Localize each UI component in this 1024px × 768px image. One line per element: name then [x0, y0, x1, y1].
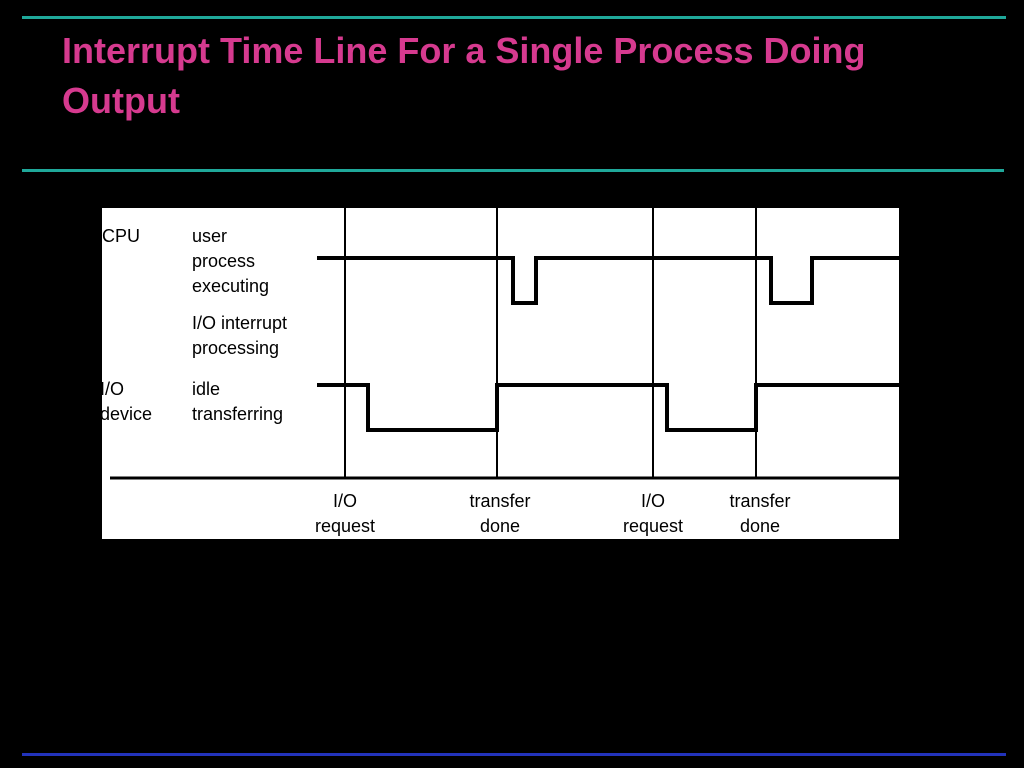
cpu-waveform — [317, 256, 899, 305]
event-label-4-line-1: transfer — [729, 491, 790, 511]
cpu-label: CPU — [102, 226, 140, 246]
cpu-state-interrupt-line-1: I/O interrupt — [192, 313, 287, 333]
event-label-3-line-2: request — [623, 516, 683, 536]
event-label-2-line-1: transfer — [469, 491, 530, 511]
cpu-state-user-line-1: user — [192, 226, 227, 246]
io-state-transferring: transferring — [192, 404, 283, 424]
timeline-figure: CPU user process executing I/O interrupt… — [102, 208, 899, 539]
event-label-1-line-1: I/O — [333, 491, 357, 511]
event-label-3-line-1: I/O — [641, 491, 665, 511]
cpu-state-user-line-2: process — [192, 251, 255, 271]
cpu-state-user-line-3: executing — [192, 276, 269, 296]
io-state-idle: idle — [192, 379, 220, 399]
timeline-diagram: CPU user process executing I/O interrupt… — [102, 208, 899, 536]
top-divider — [22, 16, 1006, 19]
io-device-label-line-2: device — [102, 404, 152, 424]
title-divider — [22, 169, 1004, 172]
slide-title: Interrupt Time Line For a Single Process… — [62, 30, 866, 121]
event-label-2-line-2: done — [480, 516, 520, 536]
io-device-waveform — [317, 383, 899, 432]
io-device-label-line-1: I/O — [102, 379, 124, 399]
event-label-1-line-2: request — [315, 516, 375, 536]
bottom-divider — [22, 753, 1006, 756]
event-label-4-line-2: done — [740, 516, 780, 536]
cpu-state-interrupt-line-2: processing — [192, 338, 279, 358]
